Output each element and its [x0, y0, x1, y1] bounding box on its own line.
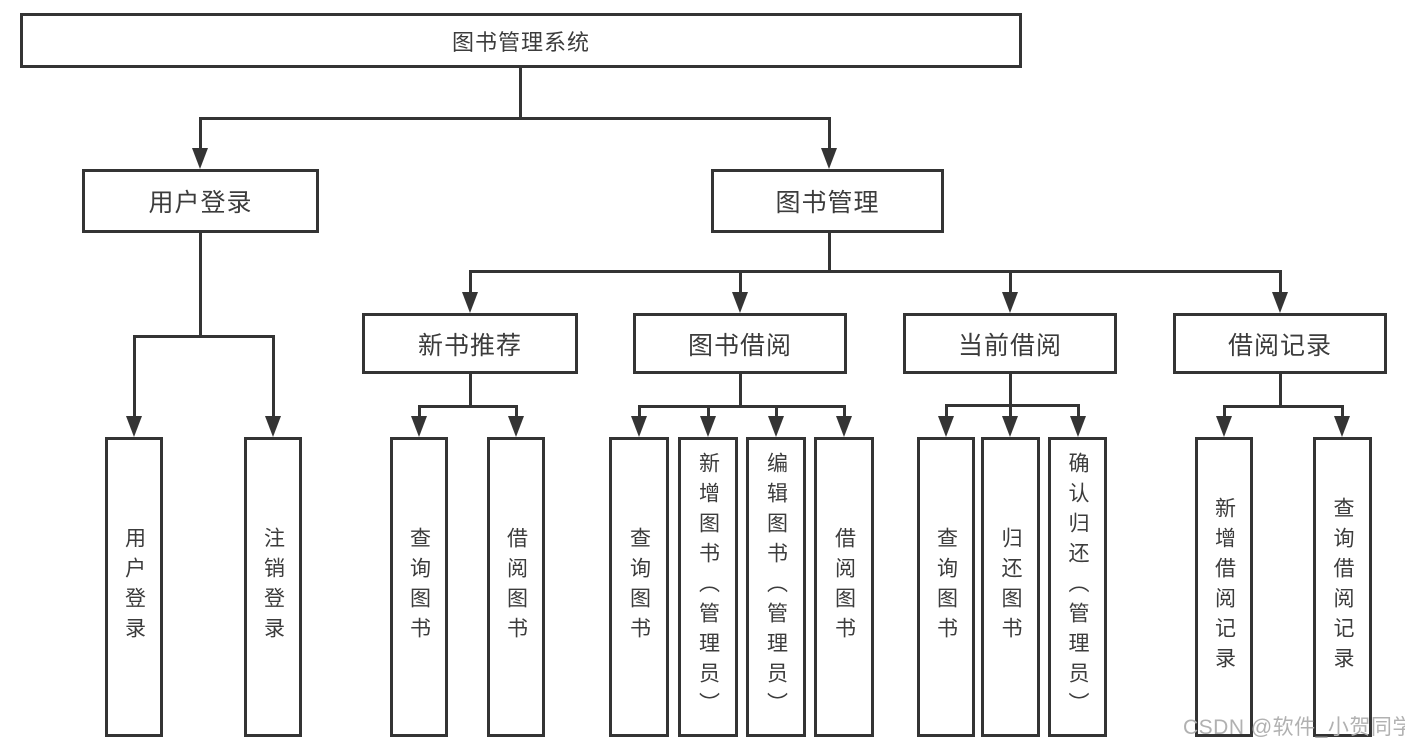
- arrow-down-icon: [192, 148, 208, 169]
- connector-arrow-stem: [198, 118, 202, 153]
- connector-arrow-stem: [514, 406, 518, 421]
- connector-arrow-stem: [1008, 405, 1012, 421]
- node-label-current-borrow: 当前借阅: [957, 331, 1062, 360]
- node-label-leaf-logout: 注销登录: [261, 527, 285, 647]
- node-leaf-add-book-admin: 新增图书（管理员）: [678, 437, 738, 737]
- connector-line-vertical: [1278, 374, 1282, 406]
- connector-arrow-stem: [417, 406, 421, 421]
- connector-line-vertical: [827, 233, 831, 271]
- node-leaf-query-book-bor: 查询图书: [609, 437, 669, 737]
- arrow-down-icon: [265, 416, 281, 437]
- node-label-leaf-query-borrow-record: 查询借阅记录: [1331, 497, 1354, 677]
- node-label-leaf-add-borrow-record: 新增借阅记录: [1212, 497, 1236, 677]
- node-book-management: 图书管理: [711, 169, 944, 233]
- connector-arrow-stem: [1008, 271, 1012, 297]
- node-leaf-confirm-return: 确认归还（管理员）: [1048, 437, 1107, 737]
- connector-arrow-stem: [1278, 271, 1282, 297]
- node-leaf-borrow-book-rec: 借阅图书: [487, 437, 545, 737]
- connector-arrow-stem: [1340, 406, 1344, 421]
- arrow-down-icon: [1002, 416, 1018, 437]
- connector-arrow-stem: [637, 406, 641, 421]
- node-label-leaf-borrow-book: 借阅图书: [832, 527, 856, 647]
- node-leaf-query-book-rec: 查询图书: [390, 437, 448, 737]
- connector-arrow-stem: [271, 336, 275, 421]
- node-label-book-management: 图书管理: [775, 189, 880, 217]
- node-root: 图书管理系统: [20, 13, 1022, 68]
- node-label-leaf-return-book: 归还图书: [999, 527, 1022, 647]
- connector-arrow-stem: [738, 271, 742, 297]
- connector-arrow-stem: [468, 271, 472, 297]
- connector-line-horizontal: [132, 334, 275, 338]
- arrow-down-icon: [411, 416, 427, 437]
- arrow-down-icon: [508, 416, 524, 437]
- node-label-leaf-query-book-rec: 查询图书: [407, 527, 431, 647]
- arrow-down-icon: [938, 416, 954, 437]
- connector-arrow-stem: [774, 406, 778, 421]
- node-label-leaf-add-book-admin: 新增图书（管理员）: [696, 452, 720, 722]
- node-leaf-edit-book-admin: 编辑图书（管理员）: [746, 437, 806, 737]
- connector-line-horizontal: [198, 116, 831, 120]
- arrow-down-icon: [126, 416, 142, 437]
- arrow-down-icon: [1070, 416, 1086, 437]
- node-label-new-book-recommend: 新书推荐: [417, 331, 522, 360]
- node-label-leaf-query-book-cur: 查询图书: [934, 527, 958, 647]
- arrow-down-icon: [1272, 292, 1288, 313]
- arrow-down-icon: [1216, 416, 1232, 437]
- node-label-leaf-user-login: 用户登录: [122, 527, 146, 647]
- arrow-down-icon: [821, 148, 837, 169]
- connector-arrow-stem: [1222, 406, 1226, 421]
- node-borrow-record: 借阅记录: [1173, 313, 1387, 374]
- node-label-borrow-record: 借阅记录: [1227, 331, 1332, 360]
- node-label-user-login: 用户登录: [148, 189, 253, 217]
- arrow-down-icon: [1002, 292, 1018, 313]
- node-book-borrow: 图书借阅: [633, 313, 847, 374]
- arrow-down-icon: [462, 292, 478, 313]
- connector-line-vertical: [198, 233, 202, 336]
- connector-arrow-stem: [827, 118, 831, 153]
- node-leaf-logout: 注销登录: [244, 437, 302, 737]
- node-leaf-user-login: 用户登录: [105, 437, 163, 737]
- node-leaf-borrow-book: 借阅图书: [814, 437, 874, 737]
- connector-line-horizontal: [417, 404, 518, 408]
- connector-line-vertical: [738, 374, 742, 406]
- arrow-down-icon: [732, 292, 748, 313]
- connector-line-horizontal: [944, 403, 1080, 407]
- node-label-leaf-borrow-book-rec: 借阅图书: [504, 527, 528, 647]
- connector-line-horizontal: [637, 404, 846, 408]
- arrow-down-icon: [700, 416, 716, 437]
- node-label-leaf-query-book-bor: 查询图书: [627, 527, 651, 647]
- arrow-down-icon: [768, 416, 784, 437]
- connector-line-vertical: [518, 66, 522, 118]
- connector-arrow-stem: [944, 405, 948, 421]
- connector-arrow-stem: [842, 406, 846, 421]
- arrow-down-icon: [1334, 416, 1350, 437]
- node-label-book-borrow: 图书借阅: [687, 331, 792, 360]
- connector-line-horizontal: [468, 269, 1282, 273]
- node-current-borrow: 当前借阅: [903, 313, 1117, 374]
- arrow-down-icon: [631, 416, 647, 437]
- connector-arrow-stem: [706, 406, 710, 421]
- node-label-root: 图书管理系统: [451, 29, 590, 55]
- node-label-leaf-confirm-return: 确认归还（管理员）: [1066, 452, 1089, 722]
- node-label-leaf-edit-book-admin: 编辑图书（管理员）: [764, 452, 788, 722]
- connector-line-vertical: [468, 374, 472, 406]
- node-new-book-recommend: 新书推荐: [362, 313, 578, 374]
- node-leaf-query-book-cur: 查询图书: [917, 437, 975, 737]
- node-leaf-query-borrow-record: 查询借阅记录: [1313, 437, 1372, 737]
- connector-line-horizontal: [1222, 404, 1344, 408]
- node-user-login: 用户登录: [82, 169, 319, 233]
- arrow-down-icon: [836, 416, 852, 437]
- connector-arrow-stem: [1076, 405, 1080, 421]
- connector-arrow-stem: [132, 336, 136, 421]
- node-leaf-add-borrow-record: 新增借阅记录: [1195, 437, 1253, 737]
- csdn-watermark: CSDN @软件_小贺同学: [1183, 716, 1405, 739]
- connector-line-vertical: [1008, 374, 1012, 405]
- node-leaf-return-book: 归还图书: [981, 437, 1040, 737]
